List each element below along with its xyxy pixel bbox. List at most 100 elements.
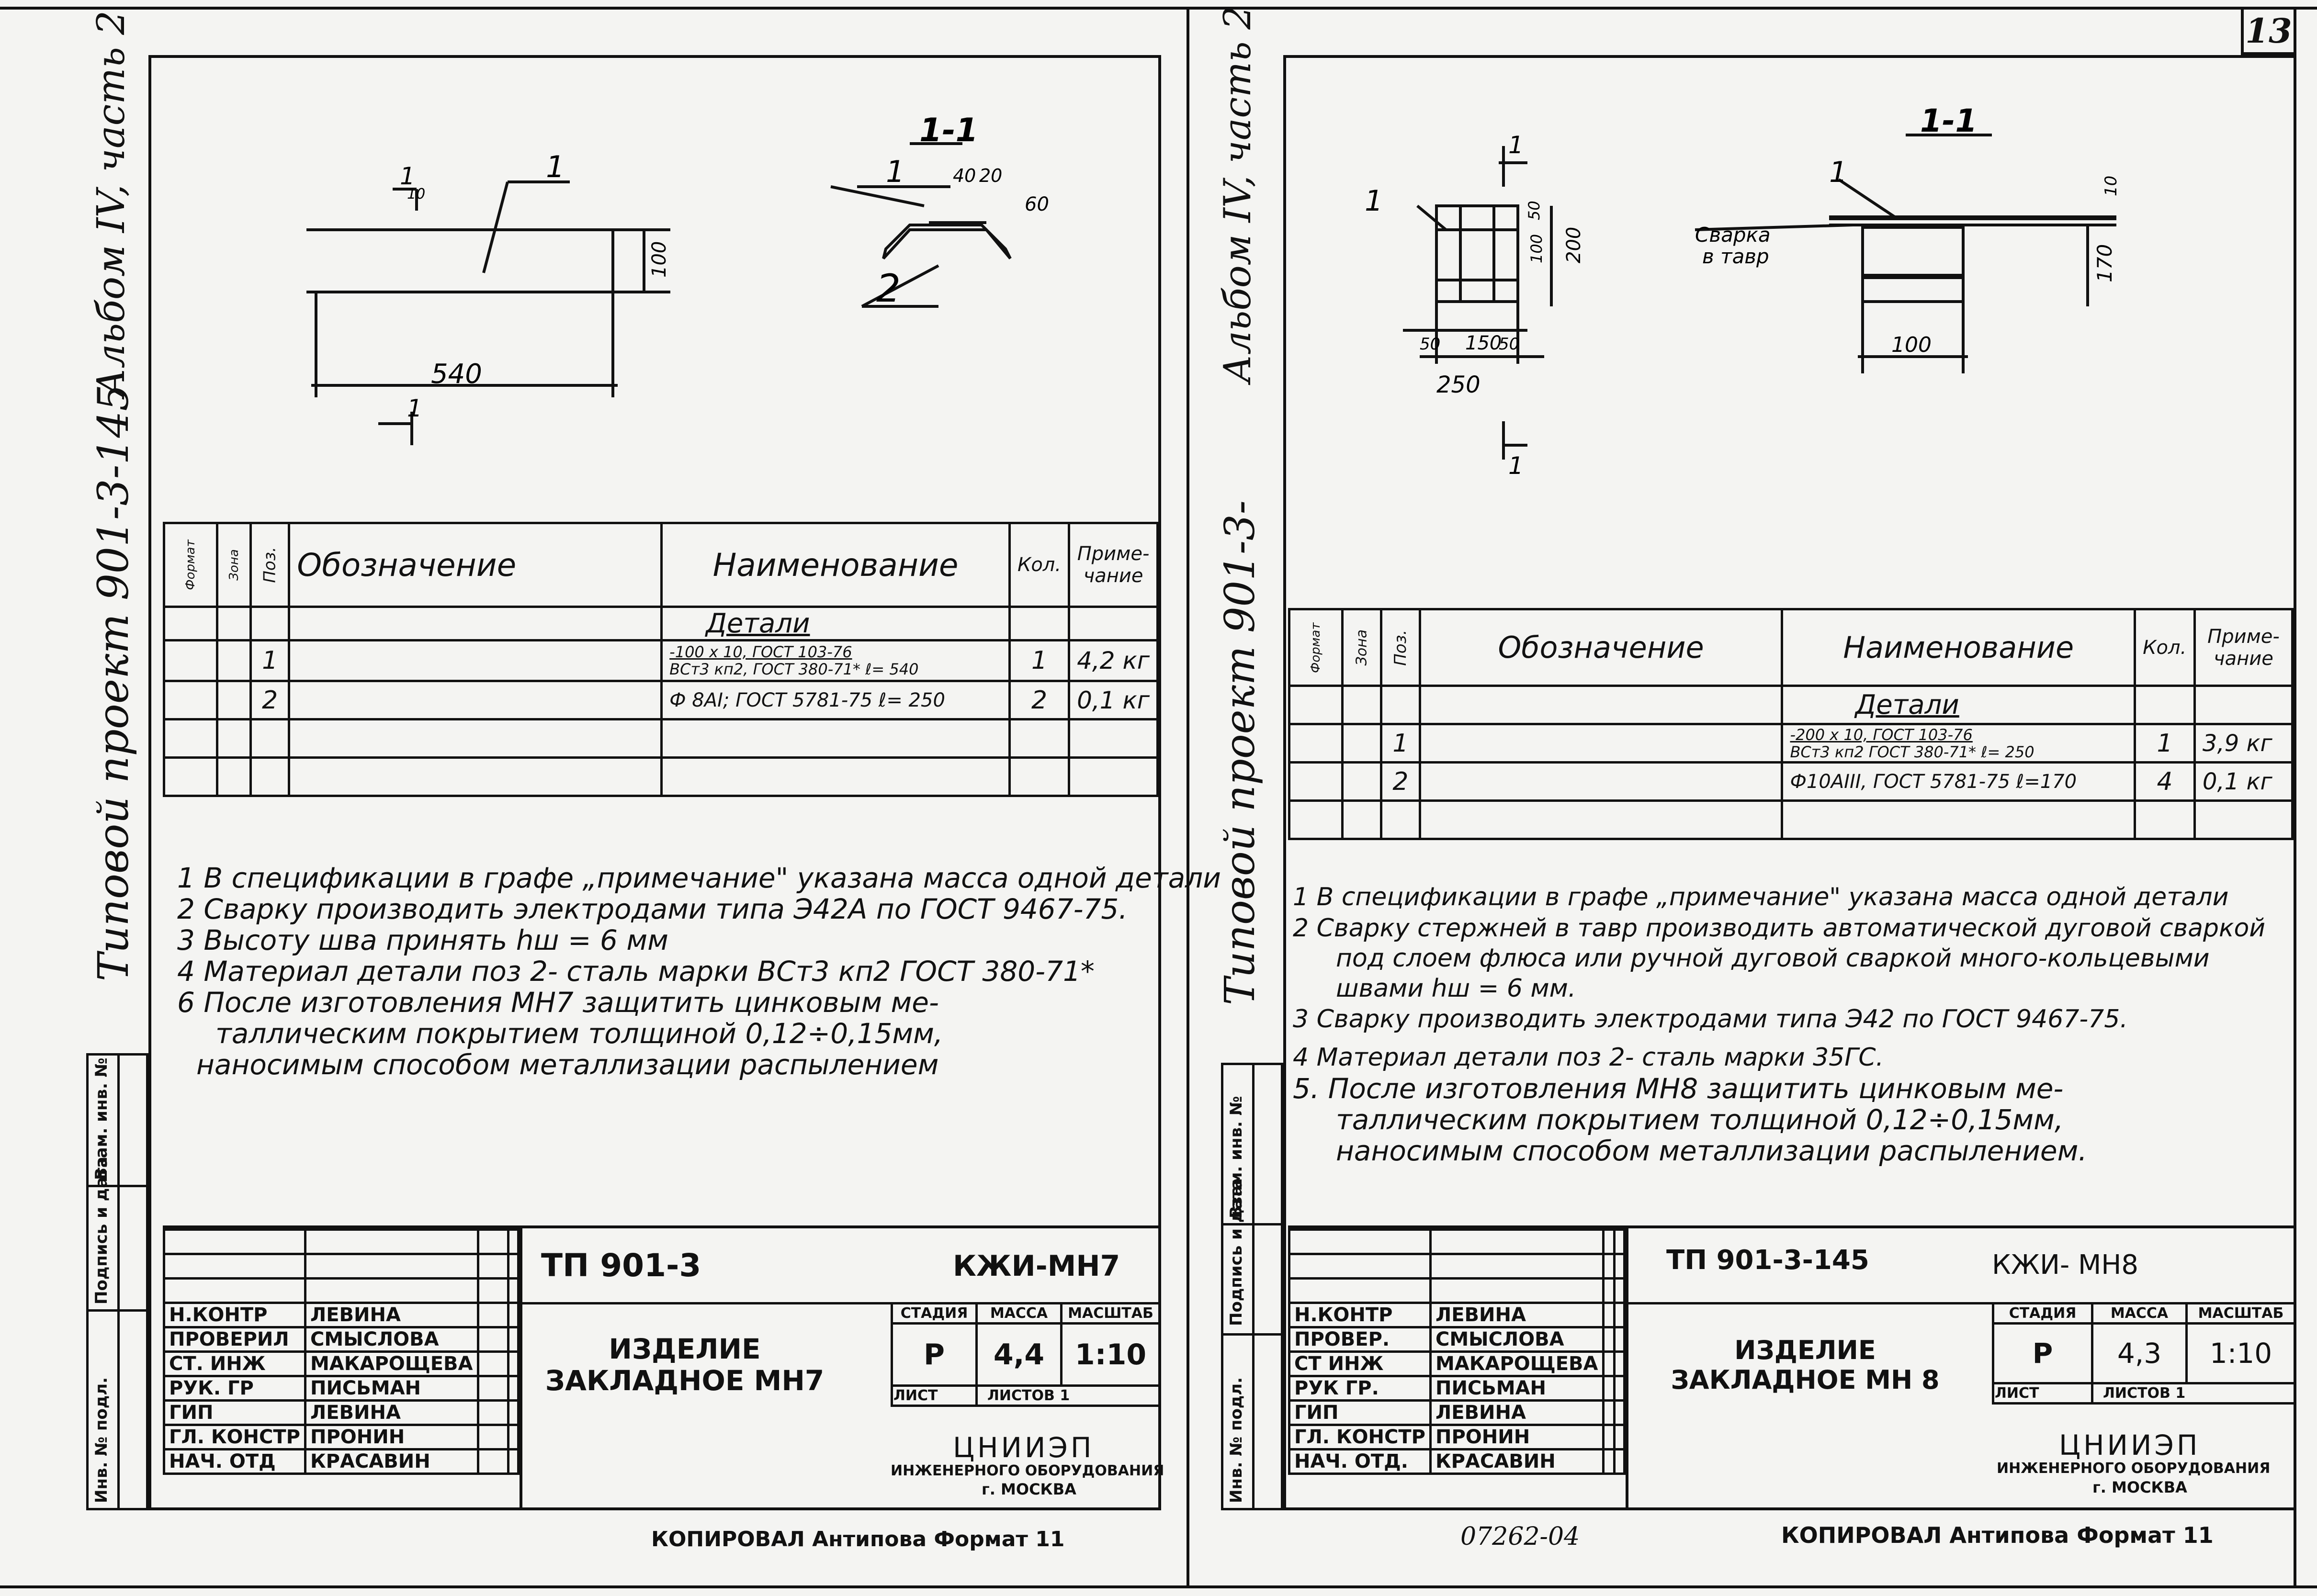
left-role-3: РУК. ГР: [163, 1375, 306, 1402]
left-margin-boxes: [86, 1053, 148, 1510]
right-spec-row2-name: Ф10AIII, ГОСТ 5781-75 ℓ=170: [1781, 761, 2136, 802]
left-spec-row2-pos: 2: [249, 680, 291, 720]
right-box-sign-date: Подпись и дата: [1227, 1178, 1246, 1326]
left-name-0: ЛЕВИНА: [304, 1302, 479, 1328]
right-stage: Р: [1992, 1322, 2093, 1384]
right-spec-row1-note: 3,9 кг: [2193, 723, 2294, 764]
right-role-3: РУК ГР.: [1288, 1375, 1432, 1402]
right-note-2: 2 Сварку стержней в тавр производить авт…: [1293, 914, 2266, 943]
left-spec-row2-name: Ф 8AI; ГОСТ 5781-75 ℓ= 250: [660, 680, 1011, 720]
left-sheets-h: ЛИСТОВ 1: [975, 1384, 1161, 1407]
right-spec-row1-name: -200 x 10, ГОСТ 103-76 ВСт3 кп2 ГОСТ 380…: [1781, 723, 2136, 764]
table-row: 2 Ф10AIII, ГОСТ 5781-75 ℓ=170 4 0,1 кг: [1288, 761, 2294, 802]
right-dim-250: 250: [1436, 371, 1481, 398]
left-sheet-frame: [148, 55, 1161, 1510]
right-spec-row2-note: 0,1 кг: [2193, 761, 2294, 802]
left-mark: КЖИ-МН7: [953, 1249, 1120, 1283]
left-dim-100: 100: [648, 241, 670, 278]
left-name-3: ПИСЬМАН: [304, 1375, 479, 1402]
table-row: 1 -100 x 10, ГОСТ 103-76 ВСт3 кп2, ГОСТ …: [163, 639, 1159, 682]
left-dim-40: 40: [953, 165, 976, 186]
left-name-6: КРАСАВИН: [304, 1448, 479, 1475]
left-note-3: 3 Высоту шва принять hш = 6 мм: [177, 924, 668, 956]
left-spec-row1-qty: 1: [1008, 639, 1071, 682]
right-mass-h: МАССА: [2091, 1302, 2188, 1325]
right-name-2: МАКАРОЩЕВА: [1429, 1350, 1605, 1377]
left-role-0: Н.КОНТР: [163, 1302, 306, 1328]
right-dim-100h: 100: [1891, 333, 1932, 357]
table-row: ПРОВЕР.СМЫСЛОВА: [1288, 1326, 1626, 1353]
right-doc-code: ТП 901-3-145: [1666, 1245, 1869, 1276]
left-org2: ИНЖЕНЕРНОГО ОБОРУДОВАНИЯ: [891, 1462, 1164, 1479]
right-org3: г. МОСКВА: [2092, 1478, 2187, 1496]
right-scale: 1:10: [2185, 1322, 2296, 1384]
right-note-5: 3 Сварку производить электродами типа Э4…: [1293, 1005, 2128, 1034]
table-row: НАЧ. ОТД.КРАСАВИН: [1288, 1448, 1626, 1475]
right-spec-row1-qty: 1: [2134, 723, 2196, 764]
left-org3: г. МОСКВА: [982, 1480, 1076, 1498]
left-doc-code: ТП 901-3: [541, 1247, 701, 1284]
bottom-border: [0, 1585, 2317, 1588]
left-name-1: СМЫСЛОВА: [304, 1326, 479, 1353]
right-pos1-label: 1: [1365, 184, 1383, 218]
left-spec-h-qty: Кол.: [1008, 522, 1071, 608]
table-row: 1 -200 x 10, ГОСТ 103-76 ВСт3 кп2 ГОСТ 3…: [1288, 723, 2294, 764]
left-spec-h-pos: Поз.: [249, 522, 291, 608]
right-spec-h-qty: Кол.: [2134, 608, 2196, 687]
left-dim-60: 60: [1025, 193, 1049, 215]
right-spec-row2-pos: 2: [1380, 761, 1421, 802]
right-section-pos1: 1: [1829, 156, 1847, 189]
right-box-inv-orig: Инв. № подл.: [1227, 1377, 1246, 1503]
left-spec-row1-name: -100 x 10, ГОСТ 103-76 ВСт3 кп2, ГОСТ 38…: [660, 639, 1011, 682]
left-role-4: ГИП: [163, 1399, 306, 1426]
right-dim-50v: 50: [1525, 201, 1543, 220]
right-spec-h-note: Приме-чание: [2193, 608, 2294, 687]
page-number-box: 13: [2241, 10, 2294, 55]
right-mark: КЖИ- МН8: [1992, 1249, 2139, 1281]
table-row: 2 Ф 8AI; ГОСТ 5781-75 ℓ= 250 2 0,1 кг: [163, 680, 1159, 720]
right-spec-h-name: Наименование: [1781, 608, 2136, 687]
right-spec-h-format: Формат: [1288, 608, 1344, 687]
right-mass: 4,3: [2091, 1322, 2188, 1384]
right-name-0: ЛЕВИНА: [1429, 1302, 1605, 1328]
left-titleblock-top: [163, 1225, 1161, 1228]
right-note-3: под слоем флюса или ручной дуговой сварк…: [1336, 944, 2210, 973]
right-margin-boxes: [1221, 1063, 1283, 1510]
left-org1: ЦНИИЭП: [953, 1431, 1095, 1464]
right-spec-table: Формат Зона Поз. Обозначение Наименовани…: [1288, 608, 2294, 840]
right-org2: ИНЖЕНЕРНОГО ОБОРУДОВАНИЯ: [1997, 1460, 2271, 1477]
right-weld-label-2: в тавр: [1702, 245, 1769, 268]
left-section-pos2: 2: [876, 266, 901, 311]
left-spec-row2-note: 0,1 кг: [1068, 680, 1159, 720]
right-footer-num: 07262-04: [1460, 1522, 1580, 1551]
left-stage: Р: [891, 1322, 978, 1387]
left-dim-540: 540: [431, 359, 482, 390]
right-note-4: швами hш = 6 мм.: [1336, 974, 1576, 1003]
right-scale-h: МАСШТАБ: [2185, 1302, 2296, 1325]
left-note-4: 4 Материал детали поз 2- сталь марки ВСт…: [177, 955, 1095, 988]
right-dim-50a: 50: [1420, 335, 1440, 354]
right-name-4: ЛЕВИНА: [1429, 1399, 1605, 1426]
left-box-sign-date: Подпись и дата: [92, 1157, 111, 1304]
left-spec-h-designation: Обозначение: [288, 522, 663, 608]
left-spec-row1-pos: 1: [249, 639, 291, 682]
right-role-6: НАЧ. ОТД.: [1288, 1448, 1432, 1475]
center-divider: [1187, 7, 1189, 1588]
left-spec-table: Формат Зона Поз. Обозначение Наименовани…: [163, 522, 1159, 797]
right-weld-label-1: Сварка: [1695, 223, 1771, 247]
left-dim-10: 10: [407, 186, 425, 202]
left-stage-h: СТАДИЯ: [891, 1302, 978, 1325]
right-sheet-frame: [1283, 55, 2296, 1510]
left-spec-h-format: Формат: [163, 522, 218, 608]
left-role-6: НАЧ. ОТД: [163, 1448, 306, 1475]
right-name-6: КРАСАВИН: [1429, 1448, 1605, 1475]
